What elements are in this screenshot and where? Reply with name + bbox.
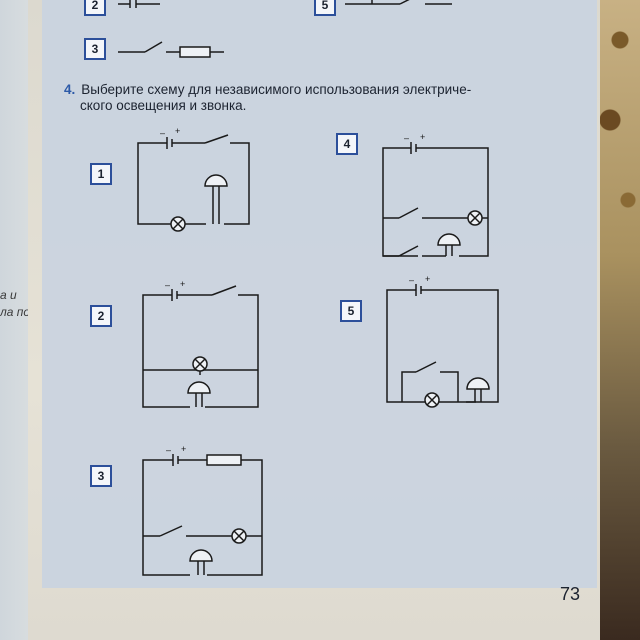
battery-minus: – — [409, 275, 414, 285]
circuit-4: – + — [382, 132, 489, 257]
page-number: 73 — [560, 584, 581, 604]
battery-plus: + — [180, 279, 185, 289]
option-box-1[interactable]: 1 — [90, 163, 112, 185]
battery-plus: + — [181, 444, 186, 454]
background-fabric — [600, 0, 640, 640]
task-number: 4. — [64, 82, 76, 97]
battery-plus: + — [425, 274, 430, 284]
option-box-3[interactable]: 3 — [90, 465, 112, 487]
prev-circuit-fragment — [118, 0, 452, 58]
battery-plus: + — [175, 126, 180, 136]
battery-minus: – — [160, 128, 165, 138]
circuit-1: – + — [137, 126, 250, 232]
battery-minus: – — [166, 445, 171, 455]
option-box-4[interactable]: 4 — [336, 133, 358, 155]
task-text-line1: Выберите схему для независимого использо… — [81, 82, 472, 97]
circuit-2: – + — [142, 279, 259, 408]
exercise-panel — [42, 0, 597, 588]
task-text-line2: ского освещения и звонка. — [80, 98, 247, 113]
circuit-5: – + — [386, 274, 499, 408]
left-page-snippet: а и — [0, 288, 17, 302]
battery-minus: – — [165, 280, 170, 290]
circuit-3: – + — [142, 444, 263, 576]
battery-minus: – — [404, 133, 409, 143]
task-statement: 4. Выберите схему для независимого исполь… — [64, 82, 554, 114]
prev-option-box: 3 — [84, 38, 106, 60]
battery-plus: + — [420, 132, 425, 142]
prev-option-box: 5 — [314, 0, 336, 16]
prev-option-box: 2 — [84, 0, 106, 16]
option-box-5[interactable]: 5 — [340, 300, 362, 322]
option-box-2[interactable]: 2 — [90, 305, 112, 327]
left-page-snippet: ла по- — [0, 305, 35, 319]
